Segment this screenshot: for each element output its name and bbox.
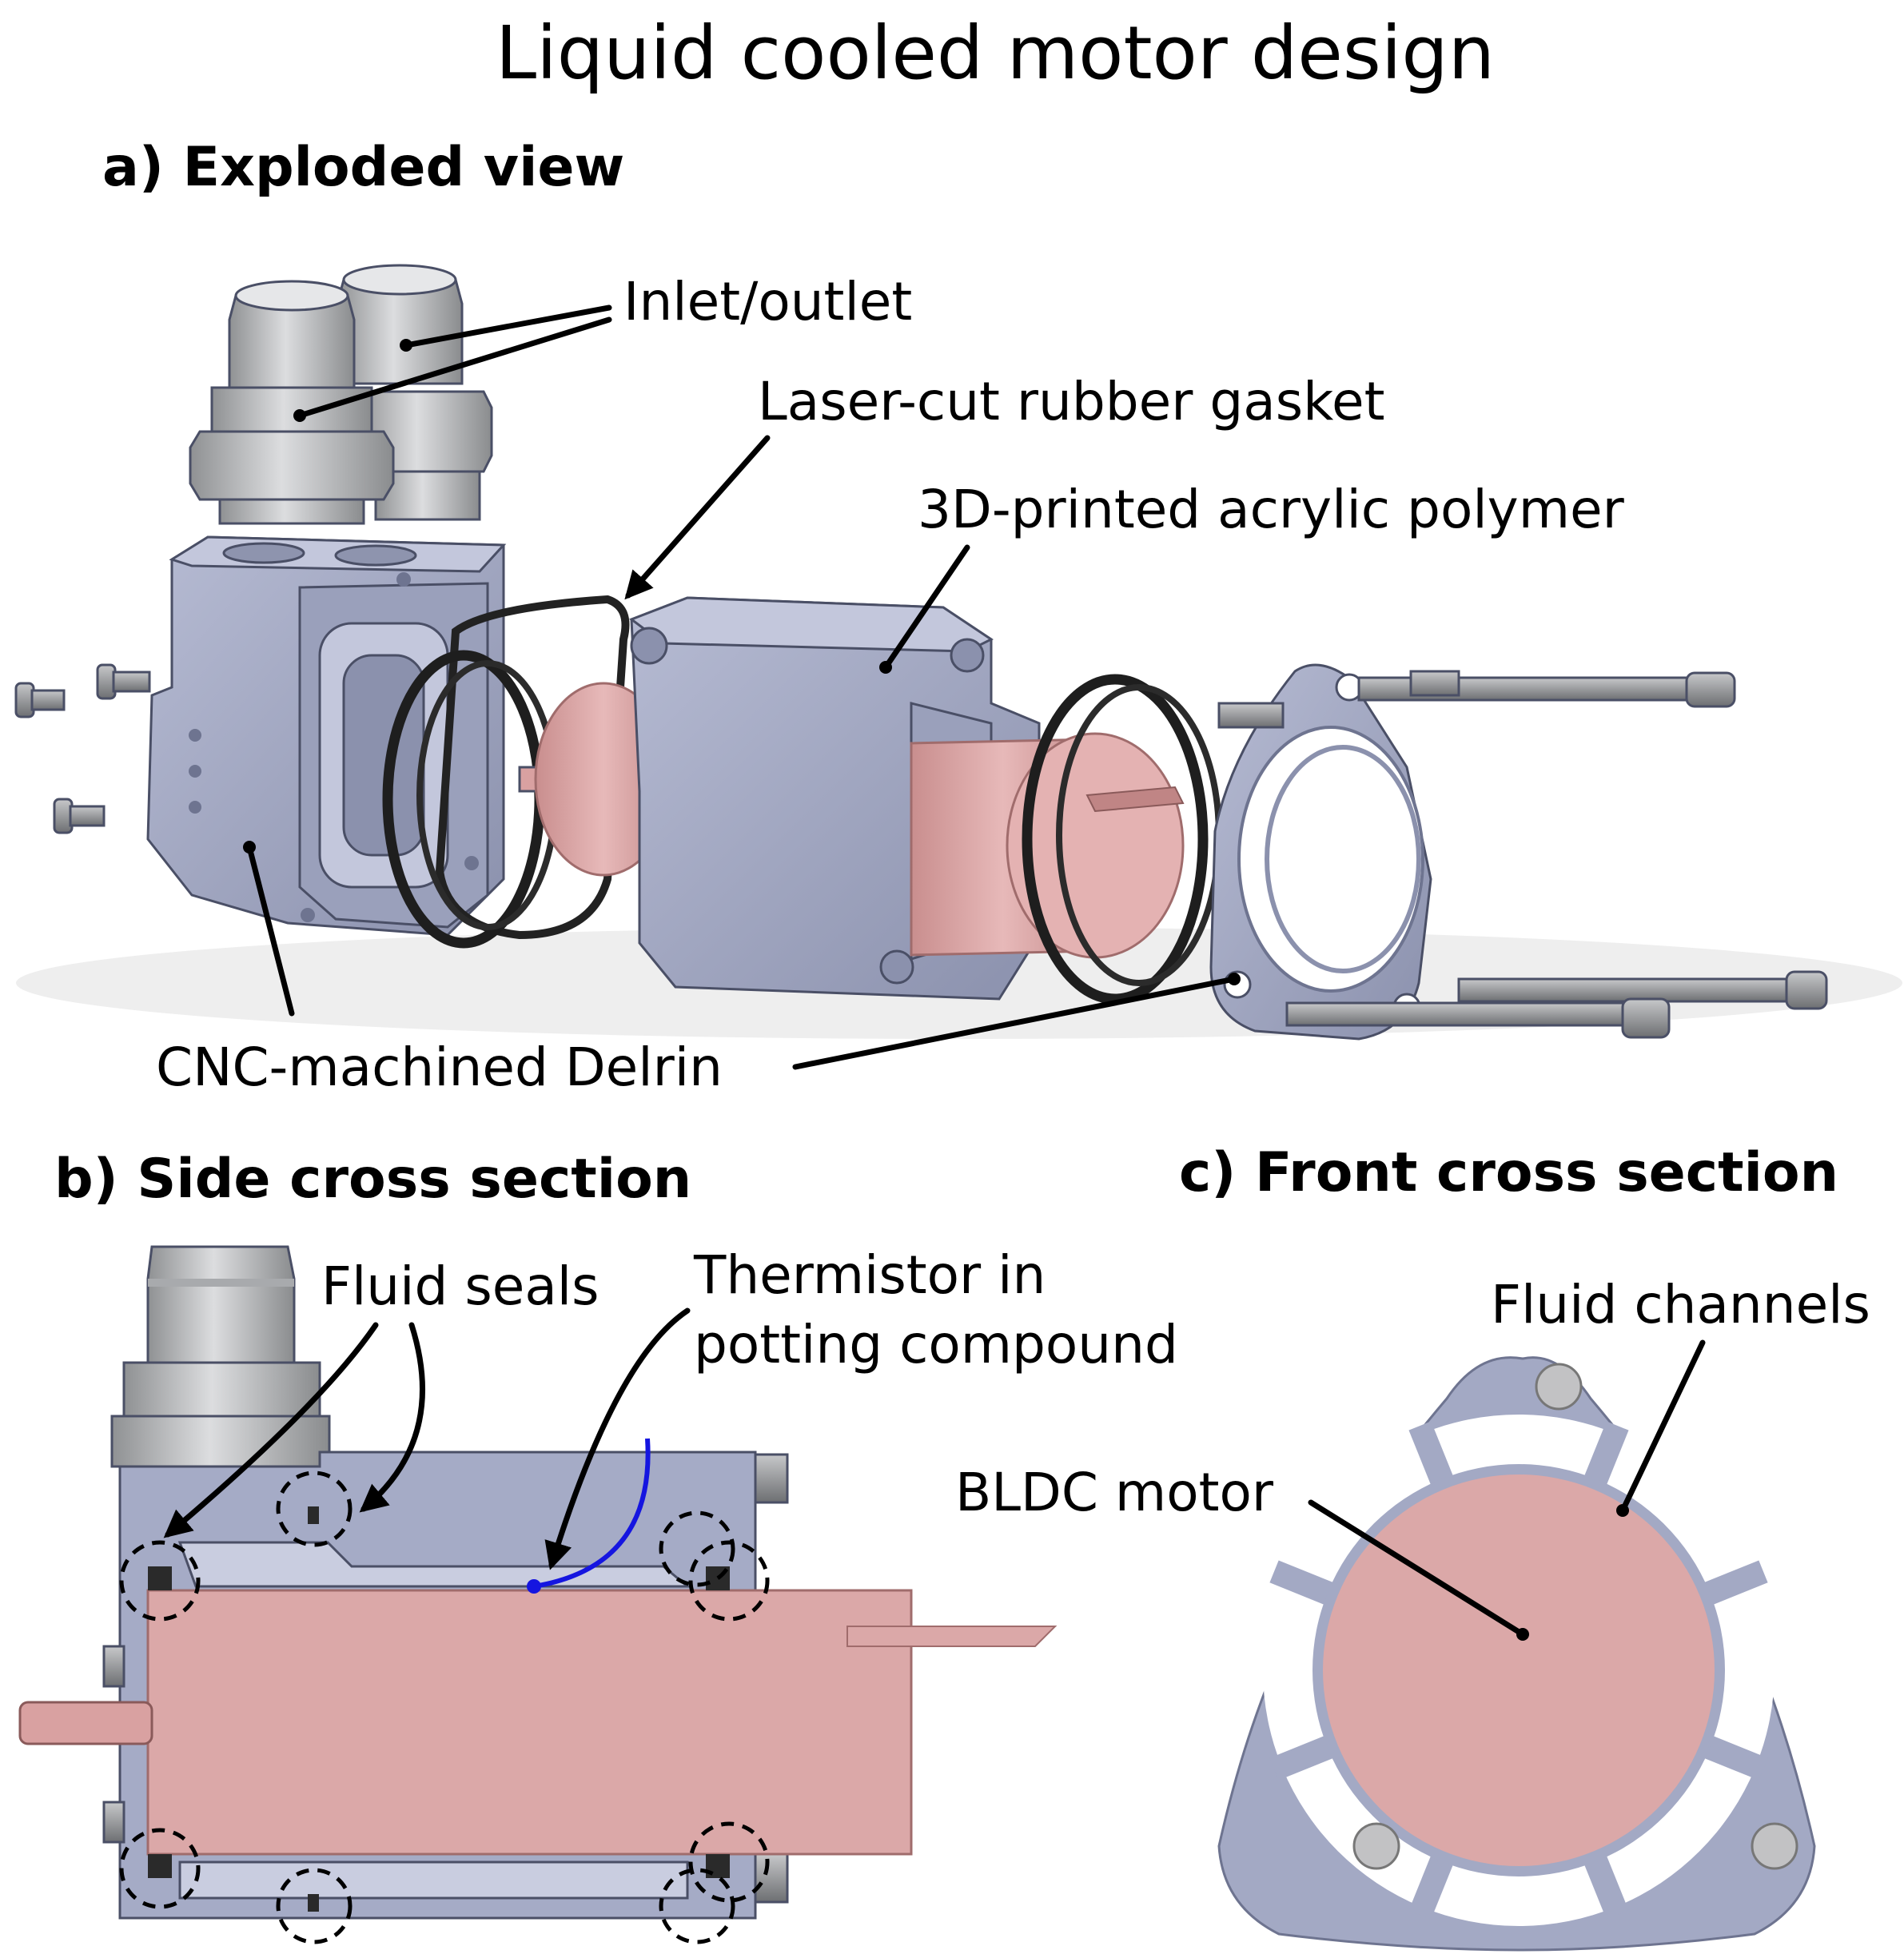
side-bolt-head-bottom	[754, 1853, 789, 1904]
seal-highlight-3	[659, 1510, 735, 1587]
bolt-bottom-2	[1285, 997, 1671, 1039]
seal-highlight-1	[119, 1540, 201, 1622]
leader-seal-1	[163, 1322, 379, 1538]
side-motor-body	[146, 1589, 913, 1856]
side-gasket-bottom	[308, 1894, 319, 1912]
motor-rear	[910, 732, 1185, 959]
seal-highlight-4	[688, 1540, 770, 1622]
seal-highlight-5	[119, 1828, 201, 1909]
left-screws	[14, 663, 151, 834]
bolt-top-2	[1217, 670, 1460, 729]
label-gasket: Laser-cut rubber gasket	[758, 371, 1384, 432]
delrin-end-plate	[1209, 663, 1432, 1041]
label-thermistor-2: potting compound	[694, 1314, 1178, 1375]
fitting-front	[189, 280, 395, 525]
side-screw-2	[102, 1801, 125, 1844]
label-acrylic: 3D-printed acrylic polymer	[918, 479, 1625, 540]
side-seal-1	[148, 1566, 172, 1590]
leader-delrin-left	[246, 844, 295, 1017]
leader-seal-2	[359, 1322, 425, 1513]
thermistor-wire	[533, 1438, 651, 1589]
leader-inlet-2	[297, 316, 612, 419]
leader-dot-delrin-right	[1228, 973, 1241, 985]
label-bldc-motor: BLDC motor	[955, 1462, 1274, 1523]
side-fitting	[110, 1245, 331, 1468]
bldc-motor-section	[1323, 1474, 1715, 1866]
label-inlet-outlet: Inlet/outlet	[623, 271, 912, 332]
leader-dot-inlet-2	[293, 409, 306, 422]
side-channel-bottom	[178, 1860, 689, 1900]
bolt-hole-right	[1751, 1822, 1798, 1870]
leader-dot-acrylic	[879, 661, 892, 674]
side-motor-shaft	[18, 1701, 153, 1745]
screw-1	[14, 682, 66, 718]
side-cross-section	[18, 1245, 1058, 1944]
exploded-view	[14, 264, 1902, 1041]
side-gasket-top	[308, 1506, 319, 1524]
seal-highlight-7	[659, 1868, 735, 1944]
bolt-bottom-1	[1457, 970, 1828, 1010]
side-seal-4	[706, 1854, 730, 1878]
long-bolts	[1217, 670, 1828, 1039]
seal-highlight-2	[276, 1470, 353, 1547]
front-cross-section	[1217, 1356, 1816, 1952]
o-ring-right-1	[1022, 674, 1209, 1005]
leader-delrin-right	[792, 976, 1237, 1070]
label-fluid-seals: Fluid seals	[321, 1256, 599, 1317]
leader-dot-inlet-1	[400, 339, 412, 352]
leader-dot-delrin-left	[243, 841, 256, 854]
leader-dot-fluid-channels	[1616, 1504, 1629, 1517]
bolt-hole-top	[1535, 1363, 1583, 1411]
side-screw-1	[102, 1645, 125, 1688]
panel-a-title: a) Exploded view	[102, 136, 624, 199]
side-bolt-head-top	[754, 1453, 789, 1504]
leader-bldc-motor	[1308, 1499, 1526, 1638]
panel-c-title: c) Front cross section	[1179, 1141, 1838, 1204]
label-thermistor-1: Thermistor in	[693, 1244, 1046, 1306]
thermistor	[527, 1579, 541, 1594]
label-fluid-channels: Fluid channels	[1491, 1274, 1870, 1335]
screw-2	[96, 663, 151, 700]
seal-highlight-8	[688, 1821, 770, 1903]
leader-gasket	[624, 435, 771, 600]
panel-b-title: b) Side cross section	[54, 1148, 691, 1211]
side-seal-3	[148, 1854, 172, 1878]
leader-inlet-1	[403, 304, 612, 348]
leader-thermistor	[544, 1307, 691, 1570]
figure-title: Liquid cooled motor design	[496, 10, 1495, 96]
screw-3	[53, 798, 106, 834]
seal-highlight-6	[276, 1868, 353, 1944]
inlet-outlet-fittings	[189, 264, 493, 525]
bolt-hole-left	[1352, 1822, 1400, 1870]
leader-acrylic	[882, 544, 970, 671]
leader-dot-bldc-motor	[1516, 1628, 1529, 1641]
label-delrin: CNC-machined Delrin	[156, 1037, 723, 1098]
leader-fluid-channels	[1619, 1339, 1706, 1514]
side-motor-leads	[846, 1626, 1058, 1647]
